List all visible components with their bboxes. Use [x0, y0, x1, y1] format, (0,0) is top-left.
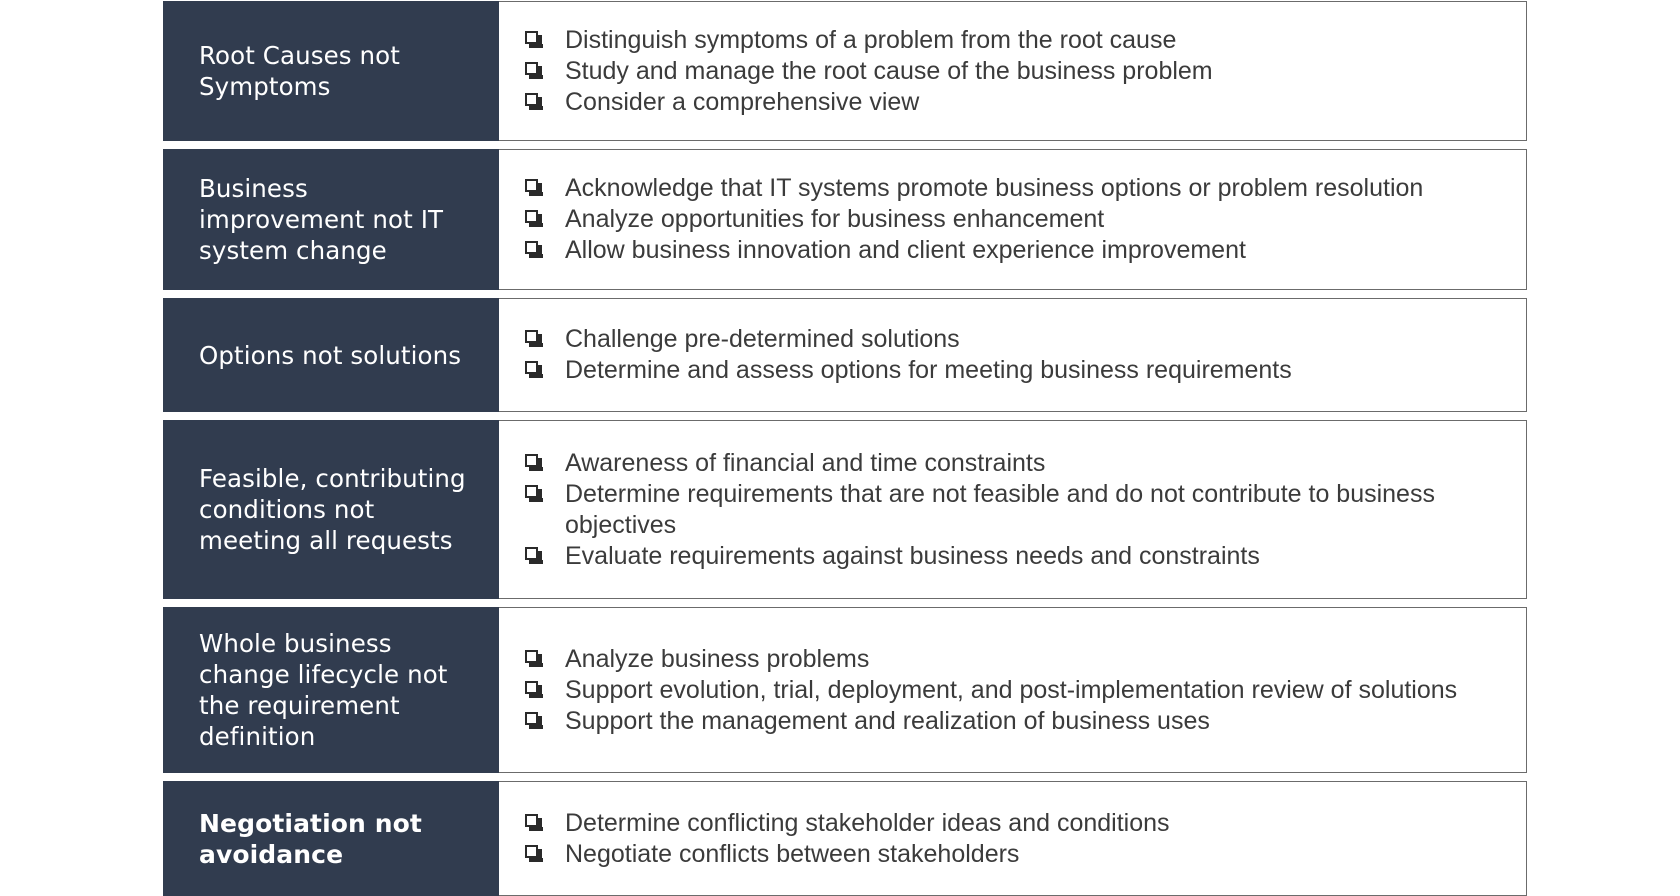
principle-label-cell: Feasible, contributing conditions not me…: [163, 420, 499, 599]
principle-label: Root Causes not Symptoms: [199, 41, 400, 101]
principle-content-cell: Distinguish symptoms of a problem from t…: [499, 1, 1527, 141]
list-item: Acknowledge that IT systems promote busi…: [525, 173, 1423, 204]
list-item-text: Analyze opportunities for business enhan…: [565, 205, 1105, 233]
checkbox-icon: [525, 30, 543, 49]
principle-label: Options not solutions: [199, 340, 462, 370]
list-item: Support evolution, trial, deployment, an…: [525, 675, 1457, 706]
checkbox-icon: [525, 453, 543, 472]
list-item: Determine requirements that are not feas…: [525, 479, 1465, 541]
list-item-text: Support the management and realization o…: [565, 706, 1210, 735]
list-item: Analyze business problems: [525, 644, 1457, 675]
list-item: Consider a comprehensive view: [525, 87, 1213, 118]
checkbox-icon: [525, 179, 543, 197]
principle-label-cell: Business improvement not IT system chang…: [163, 149, 499, 290]
checkbox-icon: [525, 210, 543, 228]
principle-label-cell: Whole business change lifecycle not the …: [163, 607, 499, 773]
principle-row-business-improvement: Business improvement not IT system chang…: [163, 149, 1527, 290]
bullet-list: Distinguish symptoms of a problem from t…: [525, 25, 1213, 118]
bullet-list: Challenge pre-determined solutions Deter…: [525, 324, 1292, 386]
checkbox-icon: [525, 330, 543, 348]
list-item: Challenge pre-determined solutions: [525, 324, 1292, 355]
checkbox-icon: [525, 484, 543, 503]
list-item: Determine and assess options for meeting…: [525, 355, 1292, 386]
checkbox-icon: [525, 711, 543, 730]
checkbox-icon: [525, 546, 543, 565]
list-item-text: Consider a comprehensive view: [565, 87, 920, 116]
list-item-text: Acknowledge that IT systems promote busi…: [565, 174, 1424, 202]
list-item-text: Study and manage the root cause of the b…: [565, 56, 1213, 85]
bullet-list: Awareness of financial and time constrai…: [525, 448, 1465, 572]
principle-row-whole-lifecycle: Whole business change lifecycle not the …: [163, 607, 1527, 773]
list-item: Negotiate conflicts between stakeholders: [525, 839, 1170, 870]
list-item-text: Evaluate requirements against business n…: [565, 541, 1260, 570]
principle-row-feasible: Feasible, contributing conditions not me…: [163, 420, 1527, 599]
list-item-text: Determine conflicting stakeholder ideas …: [565, 808, 1170, 837]
list-item-text: Distinguish symptoms of a problem from t…: [565, 25, 1177, 54]
principle-content-cell: Challenge pre-determined solutions Deter…: [499, 298, 1527, 412]
checkbox-icon: [525, 844, 543, 863]
principle-row-root-causes: Root Causes not Symptoms Distinguish sym…: [163, 1, 1527, 141]
list-item-text: Allow business innovation and client exp…: [565, 236, 1246, 264]
list-item-text: Support evolution, trial, deployment, an…: [565, 675, 1458, 704]
checkbox-icon: [525, 649, 543, 668]
principle-content-cell: Analyze business problems Support evolut…: [499, 607, 1527, 773]
list-item: Evaluate requirements against business n…: [525, 541, 1465, 572]
principle-content-cell: Acknowledge that IT systems promote busi…: [499, 149, 1527, 290]
principle-content-cell: Determine conflicting stakeholder ideas …: [499, 781, 1527, 896]
checkbox-icon: [525, 241, 543, 259]
principle-label: Negotiation not avoidance: [199, 808, 422, 869]
list-item-text: Negotiate conflicts between stakeholders: [565, 839, 1020, 868]
list-item-text: Determine and assess options for meeting…: [565, 356, 1292, 384]
principle-label-cell: Options not solutions: [163, 298, 499, 412]
principle-content-cell: Awareness of financial and time constrai…: [499, 420, 1527, 599]
list-item-text: Challenge pre-determined solutions: [565, 325, 960, 353]
bullet-list: Acknowledge that IT systems promote busi…: [525, 173, 1423, 266]
list-item: Distinguish symptoms of a problem from t…: [525, 25, 1213, 56]
principle-label: Business improvement not IT system chang…: [199, 174, 444, 265]
checkbox-icon: [525, 813, 543, 832]
list-item: Support the management and realization o…: [525, 706, 1457, 737]
bullet-list: Analyze business problems Support evolut…: [525, 644, 1457, 737]
list-item: Study and manage the root cause of the b…: [525, 56, 1213, 87]
list-item-text: Determine requirements that are not feas…: [565, 479, 1435, 539]
list-item: Analyze opportunities for business enhan…: [525, 204, 1423, 235]
principle-label: Whole business change lifecycle not the …: [199, 629, 448, 751]
checkbox-icon: [525, 92, 543, 111]
list-item-text: Analyze business problems: [565, 644, 870, 673]
list-item-text: Awareness of financial and time constrai…: [565, 448, 1046, 477]
principle-row-options: Options not solutions Challenge pre-dete…: [163, 298, 1527, 412]
checkbox-icon: [525, 680, 543, 699]
principle-label: Feasible, contributing conditions not me…: [199, 464, 466, 555]
checkbox-icon: [525, 61, 543, 80]
principle-label-cell: Root Causes not Symptoms: [163, 1, 499, 141]
bullet-list: Determine conflicting stakeholder ideas …: [525, 808, 1170, 870]
list-item: Determine conflicting stakeholder ideas …: [525, 808, 1170, 839]
list-item: Allow business innovation and client exp…: [525, 235, 1423, 266]
checkbox-icon: [525, 361, 543, 379]
principle-row-negotiation: Negotiation not avoidance Determine conf…: [163, 781, 1527, 896]
list-item: Awareness of financial and time constrai…: [525, 448, 1465, 479]
principle-label-cell: Negotiation not avoidance: [163, 781, 499, 896]
